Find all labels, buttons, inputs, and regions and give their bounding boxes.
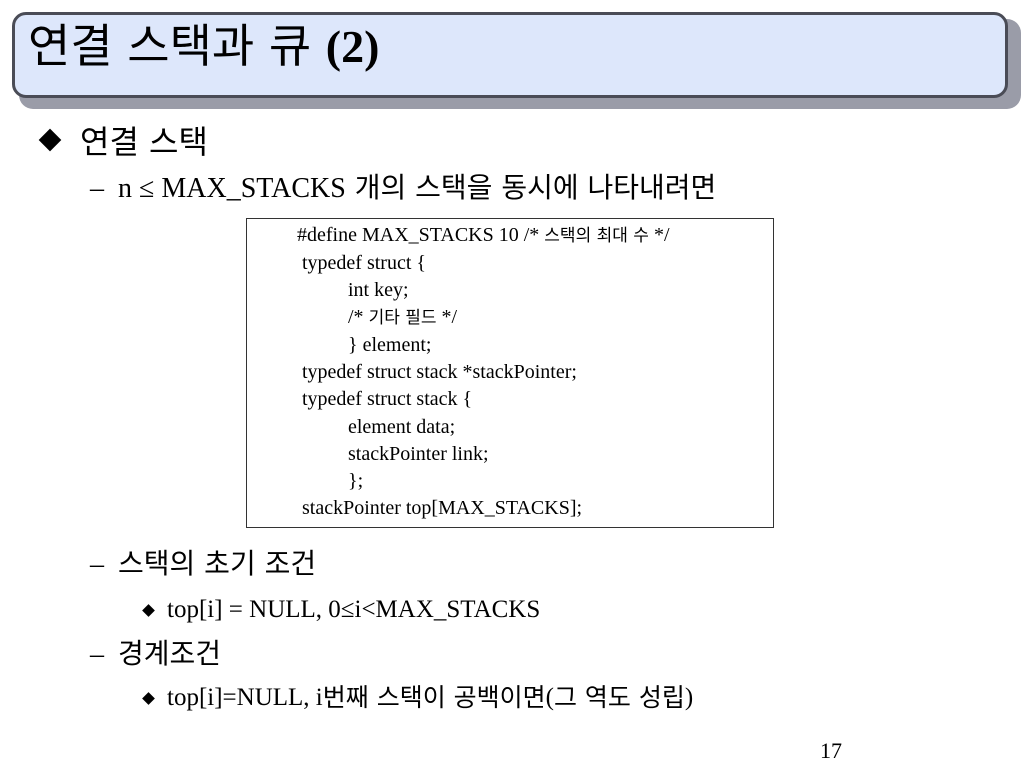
code-line: stackPointer link; <box>348 443 489 465</box>
title-main: 연결 스택과 큐 <box>28 19 326 73</box>
dash-icon: – <box>90 549 104 580</box>
diamond-bullet-icon <box>38 128 62 152</box>
sub-bullet-text-d: 그 역도 성립 <box>553 683 685 712</box>
dash-icon: – <box>90 173 104 204</box>
page-number: 17 <box>820 738 842 763</box>
sub-bullet-text-c: ( <box>545 684 554 711</box>
code-comment-ko: 기타 필드 <box>368 308 437 328</box>
sub-bullet-text-e: ) <box>684 684 694 711</box>
code-line: int key; <box>348 279 409 301</box>
code-line-define: #define MAX_STACKS 10 /* 스택의 최대 수 */ <box>297 222 670 249</box>
code-line: element data; <box>348 416 456 438</box>
code-comment-ko: 스택의 최대 수 <box>544 226 649 246</box>
page-title: 연결 스택과 큐 (2) <box>28 18 379 75</box>
code-text: /* <box>348 306 369 328</box>
code-text: #define MAX_STACKS 10 /* <box>297 224 545 246</box>
code-box: #define MAX_STACKS 10 /* 스택의 최대 수 */ typ… <box>246 218 774 528</box>
bullet-text: 연결 스택 <box>80 123 208 161</box>
dash-text: 경계조건 <box>118 637 222 670</box>
title-box <box>12 12 1008 98</box>
sub-bullet-text-a: top[i]=NULL, i <box>167 684 323 711</box>
dash-icon: – <box>90 639 104 670</box>
sub-bullet-text-b: 번째 스택이 공백이면 <box>322 683 546 712</box>
code-line: typedef struct { <box>302 252 427 274</box>
dash-text-suffix: 개의 스택을 동시에 나타내려면 <box>345 171 717 204</box>
bullet-linked-stack: 연결 스택 <box>38 118 208 162</box>
dash-item-stacks: –n ≤ MAX_STACKS 개의 스택을 동시에 나타내려면 <box>90 170 716 207</box>
sub-bullet-text: top[i] = NULL, 0≤i<MAX_STACKS <box>167 596 541 623</box>
code-line-comment: /* 기타 필드 */ <box>348 304 457 331</box>
code-line: typedef struct stack { <box>302 388 473 410</box>
code-line: typedef struct stack *stackPointer; <box>302 361 577 383</box>
code-line: } element; <box>348 334 432 356</box>
dash-text-prefix: n ≤ MAX_STACKS <box>118 173 346 204</box>
sub-bullet-initial: top[i] = NULL, 0≤i<MAX_STACKS <box>142 594 540 626</box>
dash-item-initial-condition: –스택의 초기 조건 <box>90 546 316 583</box>
dash-item-boundary-condition: –경계조건 <box>90 636 221 673</box>
small-diamond-bullet-icon <box>142 691 155 705</box>
small-diamond-bullet-icon <box>142 603 155 617</box>
dash-text: 스택의 초기 조건 <box>118 547 317 580</box>
title-number: (2) <box>325 21 380 72</box>
code-text: */ <box>648 224 670 246</box>
code-line: }; <box>348 470 364 492</box>
code-line: stackPointer top[MAX_STACKS]; <box>302 497 583 519</box>
code-text: */ <box>436 306 458 328</box>
